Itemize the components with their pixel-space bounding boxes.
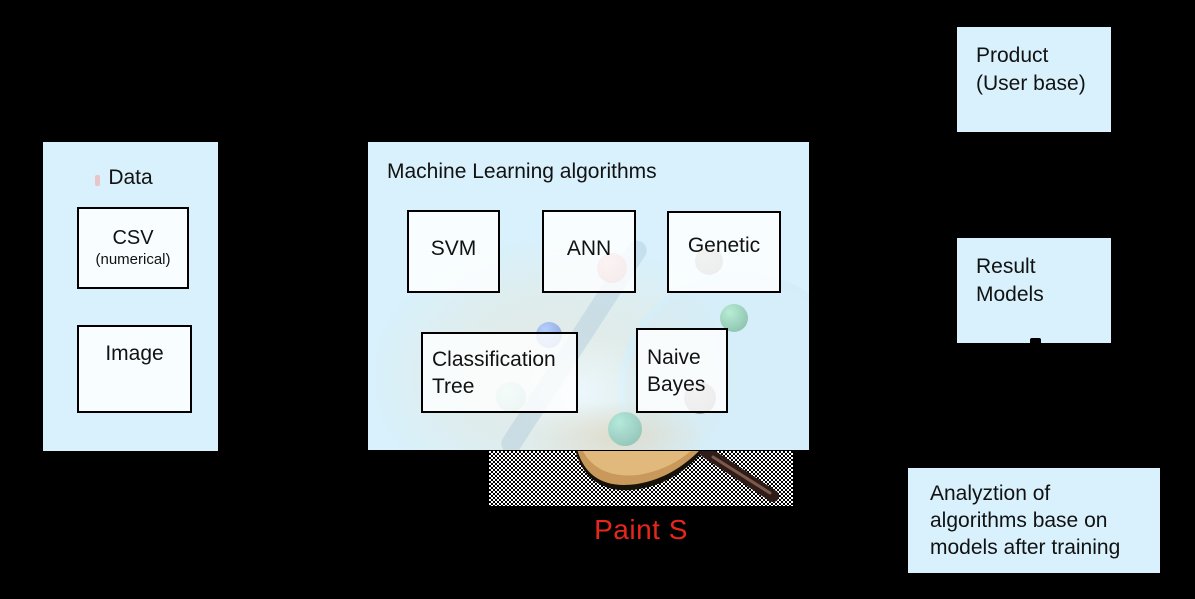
classification-label-line2: Tree xyxy=(432,374,475,398)
paint-s-label: Paint S xyxy=(594,514,688,545)
result-label-line1: Result xyxy=(976,255,1036,278)
ml-panel: Machine Learning algorithms SVM ANN Gene… xyxy=(368,142,809,450)
analysis-label-line3: models after training xyxy=(930,536,1121,559)
ann-box: ANN xyxy=(542,210,636,293)
teal-paint-blob xyxy=(608,412,642,446)
genetic-label: Genetic xyxy=(687,233,761,257)
image-label: Image xyxy=(105,342,164,365)
image-box: Image xyxy=(77,325,192,413)
analysis-label-line2: algorithms base on xyxy=(930,509,1108,532)
analysis-box: Analyztion of algorithms base on models … xyxy=(908,468,1160,573)
data-panel: Data CSV (numerical) Image xyxy=(43,142,218,451)
pen-mark xyxy=(95,175,100,186)
result-label-line2: Models xyxy=(976,283,1044,306)
naive-bayes-box: Naive Bayes xyxy=(636,328,728,413)
result-models-box: Result Models xyxy=(957,238,1111,343)
classification-tree-box: Classification Tree xyxy=(421,332,578,413)
svm-box: SVM xyxy=(407,210,500,293)
product-label-line2: (User base) xyxy=(976,72,1086,95)
product-label-line1: Product xyxy=(976,44,1049,67)
ann-label: ANN xyxy=(566,237,612,260)
naive-label-line2: Bayes xyxy=(647,372,706,396)
svm-label: SVM xyxy=(430,237,477,260)
csv-label: CSV xyxy=(112,227,154,249)
data-panel-title: Data xyxy=(108,166,153,189)
csv-box: CSV (numerical) xyxy=(77,207,189,289)
naive-label-line1: Naive xyxy=(647,345,701,369)
product-box: Product (User base) xyxy=(957,27,1111,132)
genetic-box: Genetic xyxy=(667,211,781,293)
analysis-label-line1: Analyztion of xyxy=(930,482,1051,505)
classification-label-line1: Classification xyxy=(432,347,556,371)
result-box-mark xyxy=(1030,338,1041,346)
paint-palette-icon-bottom xyxy=(489,451,793,506)
csv-sublabel: (numerical) xyxy=(95,251,171,268)
ml-panel-title: Machine Learning algorithms xyxy=(387,160,657,183)
